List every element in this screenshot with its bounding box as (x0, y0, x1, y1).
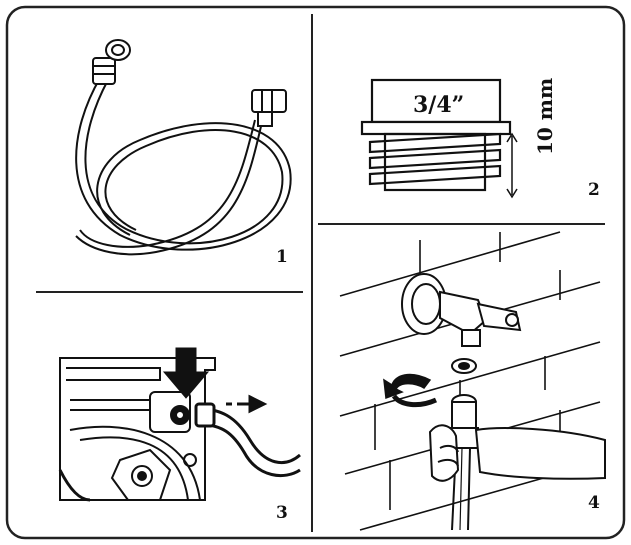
panel-3-number: 3 (276, 503, 288, 523)
thread-length-label: 10 mm (533, 78, 557, 155)
panel-2-thread-connector-icon (360, 78, 512, 192)
pull-right-arrow-icon (226, 394, 268, 414)
panel-1-inlet-hose-icon (75, 39, 292, 256)
rotate-arrow-icon (383, 373, 432, 400)
hose-in-hand-icon (428, 394, 606, 531)
push-down-arrow-icon (162, 347, 210, 399)
wall-tap-icon (401, 273, 522, 374)
rotate-arrow-tail (391, 394, 438, 408)
panel-3-washer-inlet-icon (58, 357, 301, 502)
panel-4-number: 4 (588, 493, 600, 513)
panel-2-number: 2 (588, 180, 600, 200)
panel-2-length-arrow (506, 132, 518, 199)
panel-1-number: 1 (276, 247, 288, 267)
thread-size-label: 3/4” (413, 92, 464, 118)
